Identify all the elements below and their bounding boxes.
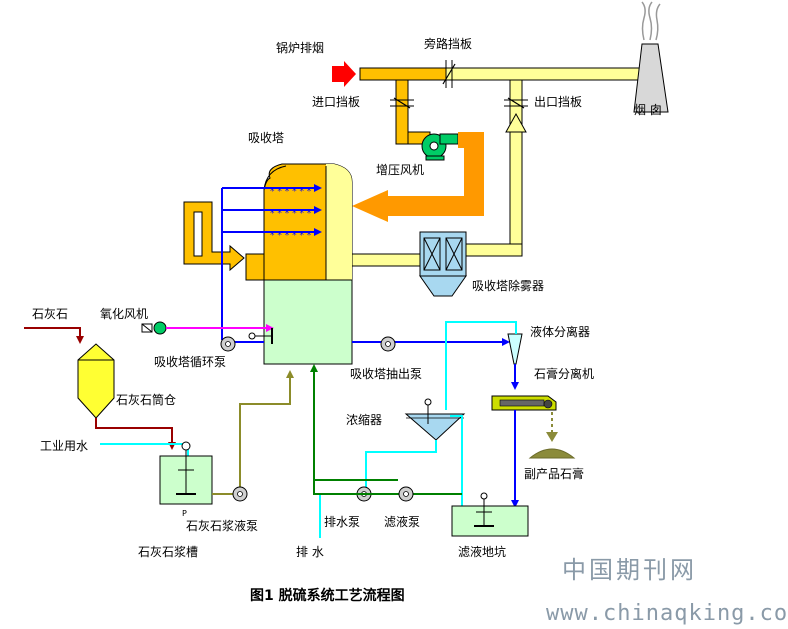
label-slurry-tank: 石灰石浆槽 (138, 544, 198, 559)
hydrocyclone-overflow (445, 321, 517, 410)
thickener-icon (404, 398, 466, 441)
agitator-icon (248, 328, 273, 344)
label-filtrate-pump: 滤液泵 (384, 514, 420, 529)
bypass-duct (445, 67, 643, 81)
absorber-tower (245, 163, 353, 365)
demister-icon (419, 231, 467, 297)
label-booster-fan: 增压风机 (376, 163, 424, 177)
label-chimney: 烟 囱 (634, 103, 662, 117)
label-drain-pump: 排水泵 (324, 515, 360, 529)
absorber-outlet-duct (351, 253, 423, 267)
label-slurry-pump: 石灰石浆液泵 (186, 518, 258, 533)
label-absorber: 吸收塔 (248, 131, 284, 145)
outlet-damper (504, 97, 528, 109)
absorber-inlet-duct (183, 201, 245, 272)
watermark-url: www.chinaqking.com (546, 601, 788, 626)
tank-mark: P (182, 509, 187, 518)
figure-caption: 图1 脱硫系统工艺流程图 (250, 587, 405, 604)
watermark-cn: 中国期刊网 (562, 556, 697, 584)
label-bleed-pump: 吸收塔抽出泵 (350, 367, 422, 381)
boiler-flue-arrow (332, 61, 356, 87)
byproduct-gypsum-pile (528, 448, 576, 459)
hydrocyclone-icon (507, 333, 523, 365)
limestone-silo (77, 343, 115, 419)
chimney (633, 1, 669, 113)
label-byproduct-gypsum: 副产品石膏 (524, 466, 584, 481)
label-demister: 吸收塔除雾器 (472, 278, 544, 293)
label-hydrocyclone: 液体分离器 (530, 324, 590, 339)
label-limestone-silo: 石灰石筒仓 (116, 392, 176, 407)
svg-text:* * * * * *: * * * * * * (270, 187, 312, 197)
limestone-feed-line (24, 327, 84, 344)
slurry-pump-icon (232, 486, 248, 502)
label-oxidation-fan: 氧化风机 (100, 307, 148, 321)
label-gypsum-separator: 石膏分离机 (534, 366, 594, 381)
filtrate-pump-icon (398, 486, 414, 502)
svg-text:* * * * * *: * * * * * * (270, 209, 312, 219)
silo-to-tank-line (95, 418, 176, 450)
label-bypass-damper: 旁路挡板 (424, 36, 472, 51)
filtrate-pit (451, 492, 529, 537)
inlet-down-duct (395, 79, 409, 145)
label-inlet-damper: 进口挡板 (312, 95, 360, 109)
circulation-pump-icon (220, 336, 236, 352)
thickener-overflow (365, 440, 437, 494)
demister-outlet-duct (465, 243, 523, 257)
label-filtrate-pit: 滤液地坑 (458, 544, 506, 559)
gypsum-drop-arrow (546, 432, 558, 442)
label-thickener: 浓缩器 (346, 412, 382, 427)
label-process-water: 工业用水 (40, 439, 88, 453)
inlet-duct (359, 67, 447, 81)
label-outlet-damper: 出口挡板 (534, 95, 582, 109)
slurry-tank (159, 441, 213, 505)
label-boiler-flue: 锅炉排烟 (276, 40, 324, 55)
inlet-damper (390, 97, 414, 109)
booster-flow-arrow (352, 132, 484, 222)
spray-headers: * * * * * * * * * * * * * * * * * * (221, 184, 322, 340)
slurry-feed-line (212, 370, 294, 495)
label-circulation-pump: 吸收塔循环泵 (154, 355, 226, 369)
outlet-flow-arrow (505, 112, 527, 133)
label-drain: 排 水 (296, 545, 324, 559)
svg-text:* * * * * *: * * * * * * (270, 231, 312, 241)
thickener-to-pit (450, 415, 463, 506)
gypsum-separator-icon (491, 395, 557, 411)
process-water-line (100, 443, 189, 456)
booster-fan-icon (421, 133, 459, 161)
oxidation-fan-icon (141, 321, 167, 335)
absorber-inlet-inner (193, 211, 203, 257)
bleed-pump-icon (380, 336, 396, 352)
bypass-damper (442, 60, 456, 88)
label-limestone: 石灰石 (32, 307, 68, 321)
